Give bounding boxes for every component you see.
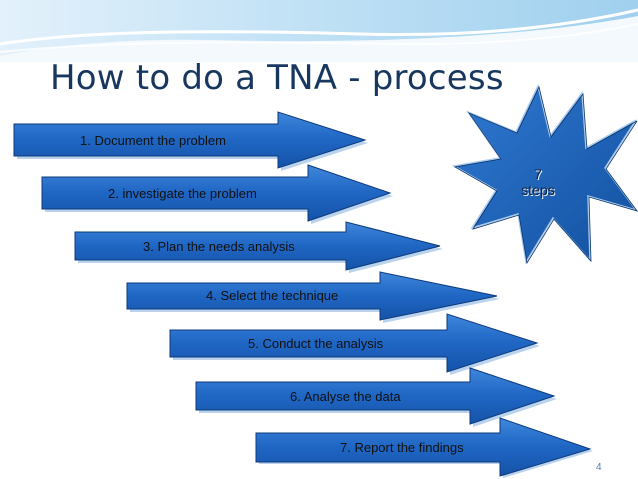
step-4-label: 4. Select the technique (206, 288, 339, 303)
step-5-label: 5. Conduct the analysis (248, 336, 384, 351)
slide-number: 4 (596, 462, 602, 473)
star-badge-icon (451, 83, 638, 265)
star-badge-text: 7 steps (498, 166, 578, 198)
step-arrow-1 (13, 111, 368, 171)
step-arrow-5 (169, 313, 540, 375)
step-arrow-3 (74, 221, 443, 273)
step-6-label: 6. Analyse the data (290, 389, 401, 404)
step-3-label: 3. Plan the needs analysis (143, 239, 295, 254)
step-arrow-7 (255, 417, 593, 478)
step-arrow-4 (126, 271, 500, 323)
slide-title: How to do a TNA - process (50, 58, 504, 98)
header-swoosh (0, 0, 638, 62)
step-1-label: 1. Document the problem (80, 133, 226, 148)
step-2-label: 2. investigate the problem (108, 186, 257, 201)
star-badge-number: 7 (534, 166, 542, 182)
star-badge-word: steps (521, 182, 555, 198)
step-arrow-6 (195, 367, 557, 427)
step-arrow-2 (41, 164, 393, 224)
step-7-label: 7. Report the findings (340, 440, 464, 455)
